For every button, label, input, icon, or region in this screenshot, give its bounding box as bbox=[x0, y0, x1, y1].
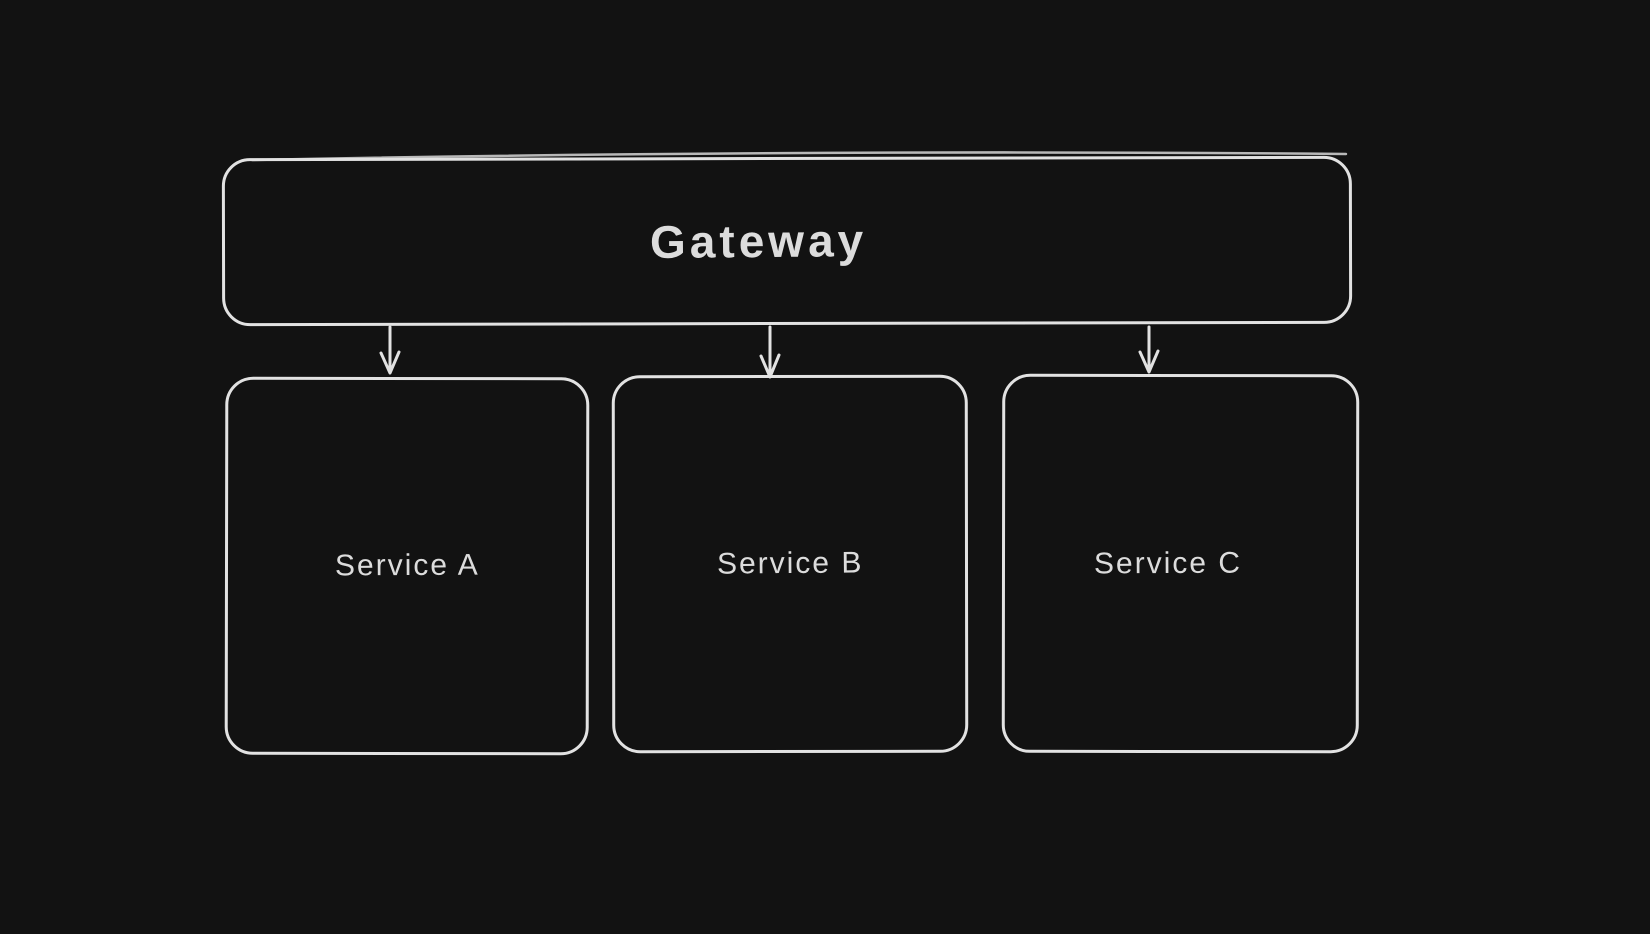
node-gateway[interactable]: Gateway bbox=[221, 155, 1353, 327]
arrow-gateway-to-service-c[interactable] bbox=[1138, 325, 1160, 374]
arrow-gateway-to-service-b[interactable] bbox=[759, 325, 781, 379]
node-service-b[interactable]: Service B bbox=[611, 374, 969, 754]
arrow-gateway-to-service-a[interactable] bbox=[379, 325, 401, 375]
node-service-b-label: Service B bbox=[716, 546, 864, 581]
node-service-a[interactable]: Service A bbox=[224, 376, 590, 756]
node-service-a-label: Service A bbox=[334, 548, 480, 583]
node-gateway-label: Gateway bbox=[650, 214, 868, 269]
node-service-c-label: Service C bbox=[1094, 546, 1243, 580]
node-service-c[interactable]: Service C bbox=[1001, 373, 1360, 754]
